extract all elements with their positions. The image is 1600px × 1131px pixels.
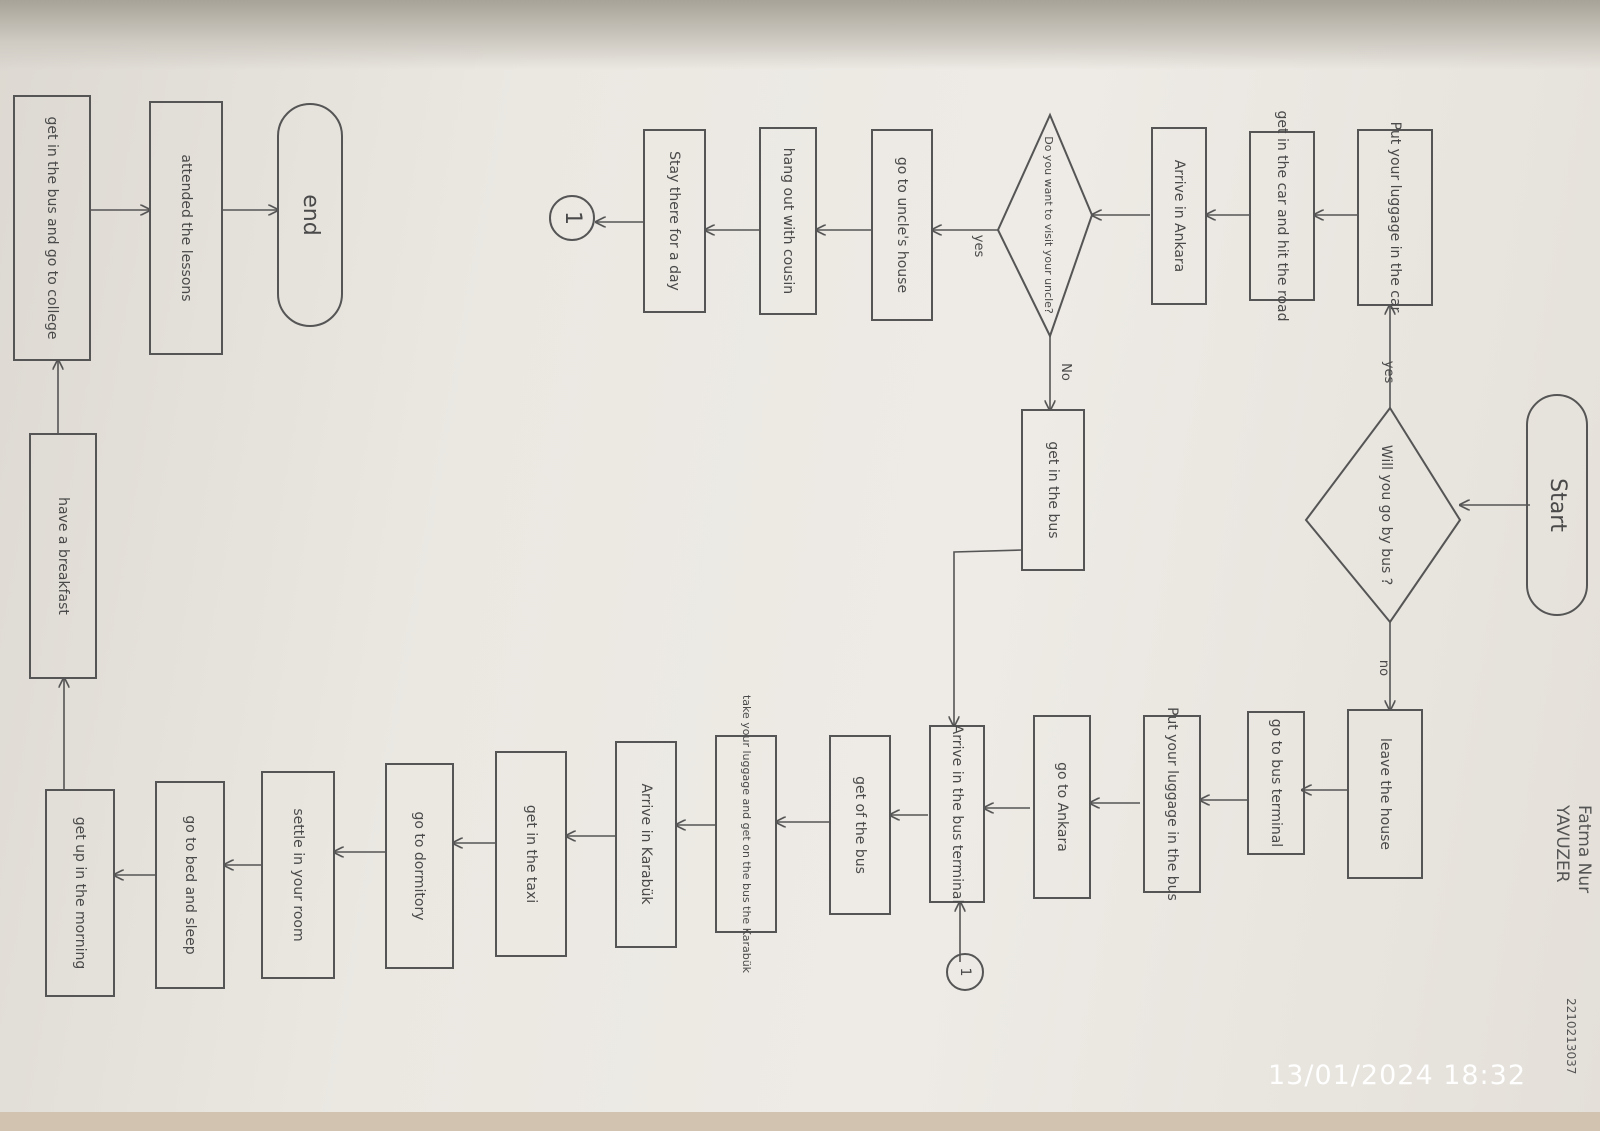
put-luggage-bus-label: Put your luggage in the bus (1164, 707, 1180, 901)
get-off-bus-label: get of the bus (852, 776, 868, 874)
take-luggage-label: take your luggage and get on the bus the… (740, 695, 753, 974)
node-put-luggage-car: Put your luggage in the car (1357, 122, 1433, 313)
get-taxi-label: get in the taxi (523, 805, 539, 903)
node-get-in-bus-no: get in the bus (1021, 409, 1085, 571)
node-take-luggage: take your luggage and get on the bus the… (715, 695, 777, 974)
leave-house-label: leave the house (1377, 738, 1393, 850)
node-end: end (277, 103, 343, 327)
arrive-terminal-label: Arrive in the bus terminal (949, 725, 965, 904)
node-bus-college: get in the bus and go to college (13, 95, 91, 361)
go-dormitory-label: go to dormitory (411, 812, 427, 921)
node-settle-room: settle in your room (261, 771, 335, 979)
connector-in: 1 (946, 953, 984, 991)
connector-out-label: 1 (560, 211, 585, 225)
go-bed-label: go to bed and sleep (182, 815, 198, 954)
attended-label: attended the lessons (178, 154, 194, 301)
edge-bus-to-terminal (954, 549, 1023, 726)
node-decision-uncle: Do you want to visit your uncle? (996, 112, 1094, 339)
top-shadow (0, 0, 1600, 70)
node-go-bed: go to bed and sleep (155, 781, 225, 989)
end-label: end (298, 194, 323, 235)
arrive-karabuk-label: Arrive in Karabük (638, 783, 654, 905)
get-in-bus-label: get in the bus (1045, 441, 1061, 538)
go-ankara-label: go to Ankara (1054, 762, 1070, 852)
decision-uncle-label: Do you want to visit your uncle? (1042, 136, 1055, 314)
node-start: Start (1526, 394, 1588, 616)
node-arrive-ankara-car: Arrive in Ankara (1151, 127, 1207, 305)
node-leave-house: leave the house (1347, 709, 1423, 879)
start-label: Start (1545, 478, 1570, 532)
node-attended: attended the lessons (149, 101, 223, 355)
node-put-luggage-bus: Put your luggage in the bus (1143, 707, 1201, 901)
edge-label-bus-yes: yes (1381, 361, 1396, 384)
arrive-ankara-car-label: Arrive in Ankara (1171, 160, 1187, 273)
go-terminal-label: go to bus terminal (1268, 719, 1284, 847)
edges (58, 210, 1530, 962)
author-name: Fatma Nur YAVUZER (1535, 805, 1595, 935)
node-get-up: get up in the morning (45, 789, 115, 997)
node-decision-bus: Will you go by bus ? (1304, 406, 1462, 624)
node-go-terminal: go to bus terminal (1247, 711, 1305, 855)
author-name-line2: YAVUZER (1552, 805, 1572, 883)
node-uncles-house: go to uncle's house (871, 129, 933, 321)
bus-college-label: get in the bus and go to college (44, 117, 60, 340)
node-go-ankara: go to Ankara (1033, 715, 1091, 899)
node-arrive-karabuk: Arrive in Karabük (615, 741, 677, 948)
edge-label-uncle-yes: yes (971, 235, 986, 258)
node-arrive-terminal: Arrive in the bus terminal (929, 725, 985, 904)
connector-out: 1 (549, 195, 595, 241)
edge-label-uncle-no: No (1058, 363, 1073, 381)
get-in-car-label: get in the car and hit the road (1274, 111, 1290, 322)
photo-timestamp: 13/01/2024 18:32 (1268, 1060, 1527, 1091)
node-go-dormitory: go to dormitory (385, 763, 454, 969)
breakfast-label: have a breakfast (55, 497, 71, 615)
author-name-line1: Fatma Nur (1574, 805, 1594, 894)
node-get-in-car: get in the car and hit the road (1249, 111, 1315, 322)
edge-label-bus-no: no (1376, 660, 1391, 676)
node-stay-day: Stay there for a day (643, 129, 706, 313)
decision-bus-label: Will you go by bus ? (1378, 445, 1394, 585)
settle-room-label: settle in your room (290, 808, 306, 941)
tablecloth-strip (0, 1112, 1600, 1131)
stay-day-label: Stay there for a day (666, 151, 682, 291)
put-luggage-car-label: Put your luggage in the car (1387, 122, 1403, 313)
node-hang-out: hang out with cousin (759, 127, 817, 315)
node-get-taxi: get in the taxi (495, 751, 567, 957)
uncles-house-label: go to uncle's house (894, 157, 910, 293)
get-up-label: get up in the morning (72, 817, 88, 970)
hang-out-label: hang out with cousin (780, 148, 796, 294)
node-breakfast: have a breakfast (29, 433, 97, 679)
node-get-off-bus: get of the bus (829, 735, 891, 915)
connector-in-label: 1 (957, 968, 973, 977)
